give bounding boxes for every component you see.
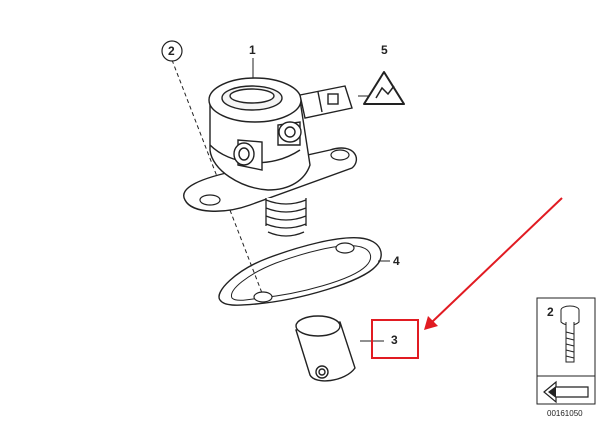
gasket-hole-right	[335, 242, 355, 254]
warning-triangle-icon	[363, 71, 405, 105]
highlight-box	[371, 319, 419, 359]
callout-5: 5	[381, 43, 388, 57]
flange-hole-right	[330, 149, 350, 161]
pump-spring	[265, 198, 307, 237]
callout-3: 3	[391, 333, 398, 347]
bolt-icon	[560, 305, 580, 363]
callout-1: 1	[249, 43, 256, 57]
gasket-inner	[231, 245, 372, 301]
arrow-icon	[543, 380, 589, 404]
callout-2-circle	[161, 40, 183, 62]
red-arrow-icon	[424, 197, 563, 330]
callout-4: 4	[393, 254, 400, 268]
gasket	[218, 237, 382, 306]
flange-hole-left	[199, 194, 221, 206]
image-code: 00161050	[547, 409, 583, 418]
high-pressure-pump	[208, 77, 353, 191]
legend-bolt-label: 2	[547, 305, 554, 319]
callout-2: 2	[168, 44, 175, 58]
bucket-tappet	[295, 315, 356, 382]
gasket-hole-left	[253, 291, 273, 303]
